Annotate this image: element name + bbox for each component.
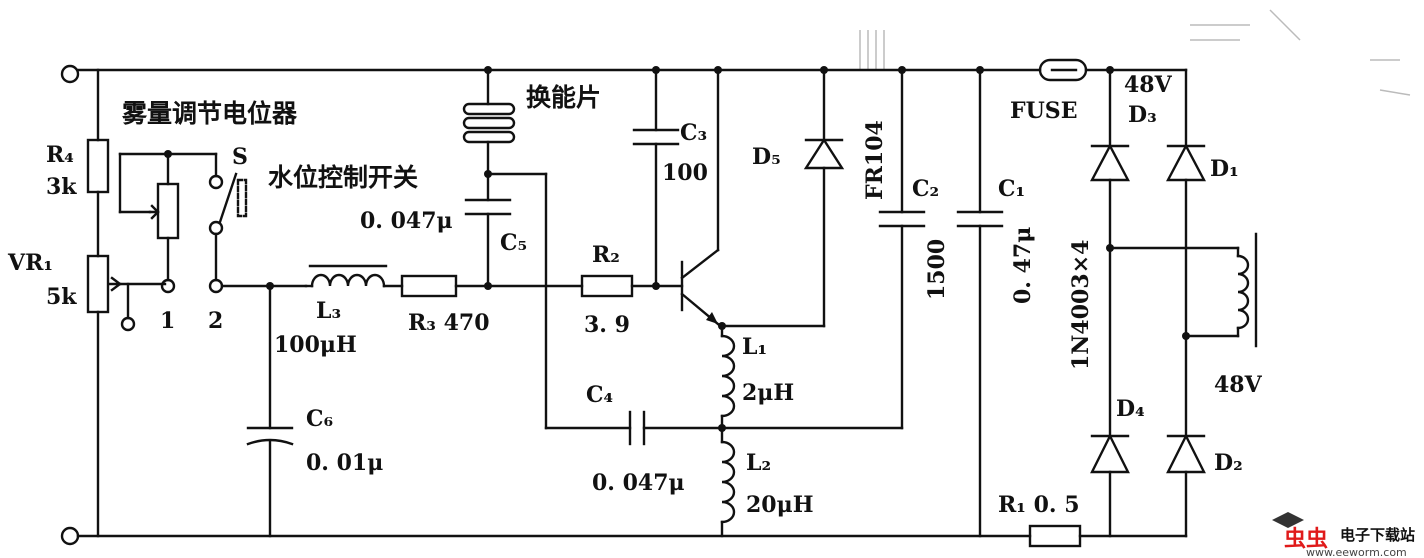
diode-d5 — [803, 66, 845, 328]
potentiometer-vr1 — [86, 254, 110, 314]
label-l2: L₂ — [746, 450, 771, 476]
label-l3: L₃ — [316, 298, 341, 324]
label-c2: C₂ — [912, 176, 939, 202]
label-fr104: FR104 — [862, 120, 888, 200]
label-l2-value: 20μH — [746, 492, 814, 518]
label-c5-value: 0. 047μ — [360, 208, 453, 234]
label-c6-value: 0. 01μ — [306, 450, 383, 476]
resistor-r1 — [1028, 524, 1082, 548]
graduation-cap-icon — [1272, 512, 1304, 528]
label-diode-type: 1N4003×4 — [1068, 240, 1094, 370]
label-switch-s: S — [232, 144, 248, 170]
resistor-r3 — [400, 274, 458, 298]
terminal-1 — [160, 278, 176, 294]
inductor-l3 — [304, 264, 404, 288]
label-d3: D₃ — [1128, 102, 1157, 128]
label-l1: L₁ — [742, 334, 767, 360]
transducer — [462, 66, 516, 202]
inductor-l2 — [720, 426, 736, 538]
label-r4-value: 3k — [46, 174, 77, 200]
label-c2-value: 1500 — [924, 239, 950, 300]
terminal-gnd — [120, 316, 136, 332]
label-c1: C₁ — [998, 176, 1025, 202]
label-d2: D₂ — [1214, 450, 1243, 476]
label-c1-value: 0. 47μ — [1010, 227, 1036, 304]
label-l3-value: 100μH — [274, 332, 357, 358]
watermark-url: www.eeworm.com — [1306, 546, 1407, 558]
resistor-r4 — [86, 138, 110, 194]
capacitor-c6 — [246, 284, 294, 538]
label-mist-pot: 雾量调节电位器 — [122, 99, 298, 128]
label-c3: C₃ — [680, 120, 707, 146]
bridge-rectifier — [1090, 68, 1206, 538]
label-l1-value: 2μH — [742, 380, 794, 406]
label-r4: R₄ — [46, 142, 74, 168]
label-48v-top: 48V — [1124, 72, 1173, 98]
label-d5: D₅ — [752, 144, 781, 170]
label-r2-value: 3. 9 — [584, 312, 630, 338]
mist-potentiometer — [118, 150, 218, 282]
label-c6: C₆ — [306, 406, 333, 432]
watermark-text: 电子下载站 — [1340, 526, 1415, 544]
capacitor-c3 — [632, 66, 680, 288]
label-vr1-value: 5k — [46, 284, 77, 310]
label-c4: C₄ — [586, 382, 613, 408]
label-r2: R₂ — [592, 242, 620, 268]
label-transducer: 换能片 — [526, 83, 601, 112]
label-r1: R₁ 0. 5 — [998, 492, 1080, 518]
label-c5: C₅ — [500, 230, 527, 256]
label-c3-value: 100 — [662, 160, 708, 186]
label-fuse: FUSE — [1010, 98, 1077, 124]
scan-artifacts — [859, 9, 1411, 96]
label-pin2: 2 — [208, 308, 223, 334]
label-48v-right: 48V — [1214, 372, 1263, 398]
capacitor-c1 — [956, 66, 1004, 538]
label-c4-value: 0. 047μ — [592, 470, 685, 496]
label-water-switch: 水位控制开关 — [268, 163, 418, 192]
capacitor-c4 — [628, 410, 724, 446]
transistor — [680, 66, 722, 326]
label-pin1: 1 — [160, 308, 175, 334]
top-rail — [60, 64, 1188, 84]
label-vr1: VR₁ — [7, 250, 53, 276]
capacitor-c2 — [878, 66, 926, 430]
resistor-r2 — [580, 274, 634, 298]
label-r3: R₃ 470 — [408, 310, 490, 336]
capacitor-c5 — [464, 198, 512, 288]
water-level-switch — [208, 152, 248, 294]
transformer-winding — [1108, 232, 1258, 348]
watermark-brand: 虫虫 — [1284, 526, 1328, 552]
fuse — [1038, 58, 1088, 82]
bottom-rail — [60, 526, 1188, 546]
label-d4: D₄ — [1116, 396, 1145, 422]
inductor-l1 — [720, 324, 736, 430]
watermark: 虫虫 电子下载站 www.eeworm.com — [1272, 512, 1415, 558]
label-d1: D₁ — [1210, 156, 1239, 182]
